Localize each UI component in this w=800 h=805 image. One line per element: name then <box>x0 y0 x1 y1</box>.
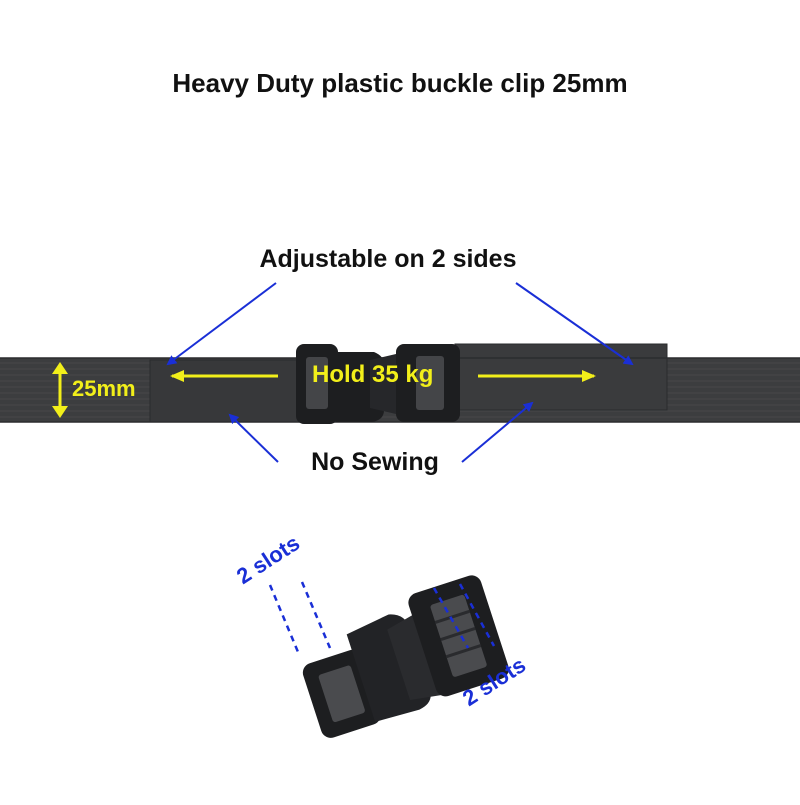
hold-label: Hold 35 kg <box>312 361 434 388</box>
product-title: Heavy Duty plastic buckle clip 25mm <box>172 68 628 98</box>
nosew-arrow-left <box>228 413 279 463</box>
nosew-arrow-right <box>461 401 534 463</box>
slot-guides <box>268 581 496 653</box>
no-sewing-label: No Sewing <box>311 448 439 476</box>
adjust-arrow-left <box>166 282 277 366</box>
adjustable-label: Adjustable on 2 sides <box>259 245 517 273</box>
strap-end-left <box>149 359 311 423</box>
width-arrow <box>52 362 68 418</box>
width-label: 25mm <box>72 376 136 401</box>
buckle-on-strap <box>296 344 460 424</box>
standalone-buckle <box>302 575 509 738</box>
adjust-arrow-right <box>515 282 634 366</box>
